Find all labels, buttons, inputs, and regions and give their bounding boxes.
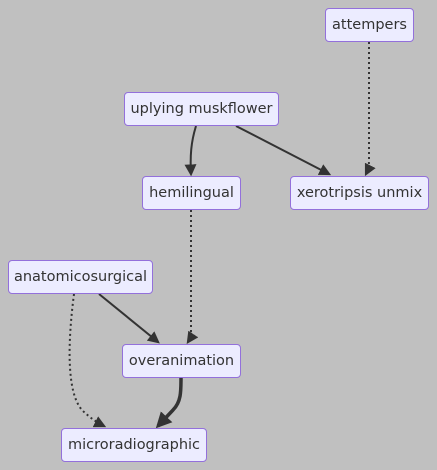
node-hemilingual[interactable]: hemilingual [142, 176, 241, 210]
node-hemilingual-label: hemilingual [149, 185, 234, 201]
node-attempers[interactable]: attempers [325, 8, 414, 42]
node-uplying-muskflower[interactable]: uplying muskflower [124, 92, 279, 126]
edge-anatomico-to-overanimation [98, 293, 160, 344]
node-anatomicosurgical[interactable]: anatomicosurgical [8, 260, 153, 294]
node-xerotripsis-unmix-label: xerotripsis unmix [296, 185, 423, 201]
node-microradiographic[interactable]: microradiographic [61, 428, 207, 462]
node-attempers-label: attempers [332, 17, 407, 33]
edge-hemilingual-to-overanimation [186, 210, 199, 344]
node-overanimation[interactable]: overanimation [122, 344, 241, 378]
edge-uplying-to-hemilingual [184, 125, 197, 177]
node-microradiographic-label: microradiographic [67, 437, 201, 453]
edge-attempers-to-xerotripsis [364, 42, 376, 177]
edge-uplying-to-xerotripsis [235, 125, 332, 176]
node-anatomicosurgical-label: anatomicosurgical [13, 269, 148, 285]
edge-overanimation-to-micro [155, 377, 183, 429]
edge-anatomico-to-micro [68, 293, 107, 428]
node-uplying-muskflower-label: uplying muskflower [130, 101, 273, 117]
node-overanimation-label: overanimation [128, 353, 235, 369]
node-xerotripsis-unmix[interactable]: xerotripsis unmix [290, 176, 429, 210]
